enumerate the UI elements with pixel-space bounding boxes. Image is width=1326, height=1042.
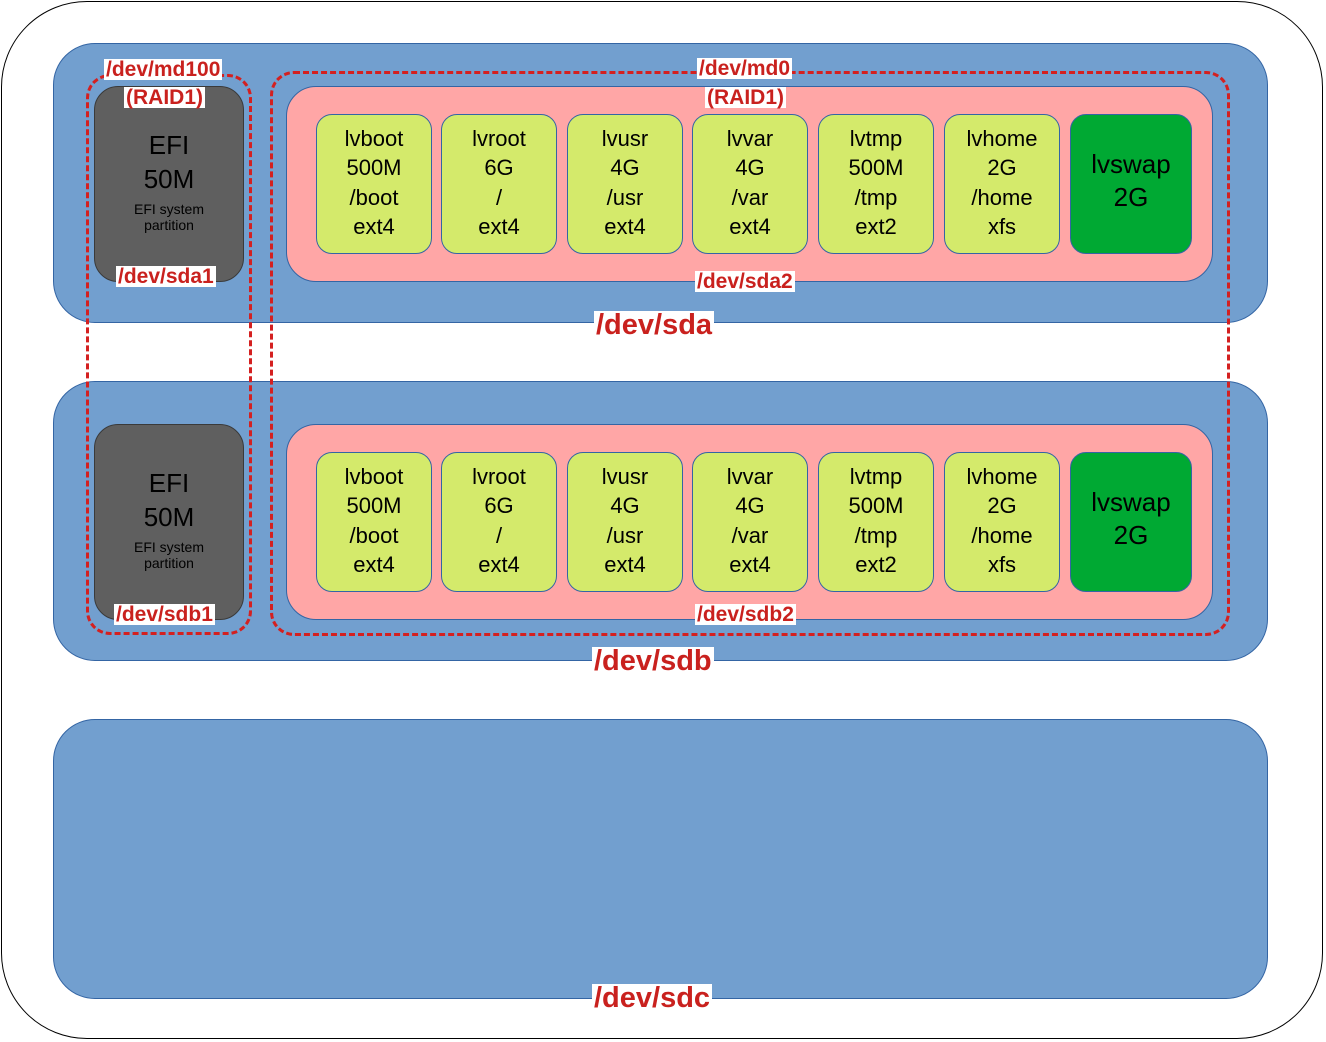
lv-mount: /boot — [349, 185, 399, 210]
lv-name: lvswap — [1091, 487, 1171, 517]
lv-lvroot-sda: lvroot 6G / ext4 — [441, 114, 557, 254]
lv-size: 4G — [735, 155, 765, 180]
partition-sda1-label: /dev/sda1 — [116, 265, 216, 288]
lv-name: lvtmp — [849, 464, 903, 489]
raid-md100-level-label: (RAID1) — [124, 86, 205, 109]
lv-fs: ext4 — [729, 552, 771, 577]
disk-sdb-label: /dev/sdb — [592, 645, 714, 677]
lv-fs: ext4 — [604, 214, 646, 239]
lv-fs: ext2 — [855, 552, 897, 577]
lv-name: lvusr — [601, 126, 649, 151]
efi-title: EFI — [148, 130, 190, 160]
lv-lvboot-sdb: lvboot 500M /boot ext4 — [316, 452, 432, 592]
lv-lvswap-sdb: lvswap 2G — [1070, 452, 1192, 592]
lv-fs: ext4 — [604, 552, 646, 577]
lv-size: 500M — [848, 155, 904, 180]
raid-md0-level-label: (RAID1) — [705, 86, 786, 109]
lv-lvroot-sdb: lvroot 6G / ext4 — [441, 452, 557, 592]
lv-lvusr-sda: lvusr 4G /usr ext4 — [567, 114, 683, 254]
partition-sdb2-label: /dev/sdb2 — [695, 603, 796, 626]
lv-size: 6G — [484, 155, 514, 180]
lv-name: lvroot — [472, 126, 526, 151]
lv-name: lvvar — [726, 126, 774, 151]
raid-md100-device-label: /dev/md100 — [104, 58, 223, 81]
lv-size: 2G — [1113, 182, 1149, 212]
disk-sda-label: /dev/sda — [594, 309, 715, 341]
lv-lvhome-sdb: lvhome 2G /home xfs — [944, 452, 1060, 592]
lv-mount: /var — [731, 523, 769, 548]
lv-fs: ext4 — [729, 214, 771, 239]
lv-size: 500M — [346, 493, 402, 518]
lv-size: 4G — [610, 493, 640, 518]
lv-mount: / — [495, 185, 503, 210]
efi-title: EFI — [148, 468, 190, 498]
efi-desc: partition — [144, 217, 194, 233]
lv-size: 2G — [1113, 520, 1149, 550]
lv-lvvar-sdb: lvvar 4G /var ext4 — [692, 452, 808, 592]
lv-size: 500M — [848, 493, 904, 518]
lv-name: lvboot — [344, 126, 404, 151]
lv-mount: /home — [971, 523, 1033, 548]
lv-mount: /var — [731, 185, 769, 210]
lv-name: lvhome — [966, 126, 1038, 151]
lv-size: 500M — [346, 155, 402, 180]
lv-name: lvswap — [1091, 149, 1171, 179]
lv-name: lvboot — [344, 464, 404, 489]
lv-size: 6G — [484, 493, 514, 518]
efi-desc: EFI system — [133, 201, 204, 217]
lv-lvtmp-sdb: lvtmp 500M /tmp ext2 — [818, 452, 934, 592]
lv-lvvar-sda: lvvar 4G /var ext4 — [692, 114, 808, 254]
lv-fs: ext4 — [353, 214, 395, 239]
raid-md100-outline — [86, 74, 252, 635]
lv-mount: /usr — [606, 523, 644, 548]
lv-lvtmp-sda: lvtmp 500M /tmp ext2 — [818, 114, 934, 254]
lv-mount: /tmp — [854, 523, 898, 548]
efi-partition-sdb1: EFI 50M EFI system partition — [94, 424, 244, 620]
lv-name: lvvar — [726, 464, 774, 489]
efi-desc: partition — [144, 555, 194, 571]
lv-fs: xfs — [987, 552, 1017, 577]
lv-name: lvroot — [472, 464, 526, 489]
lv-fs: xfs — [987, 214, 1017, 239]
lv-lvusr-sdb: lvusr 4G /usr ext4 — [567, 452, 683, 592]
lv-mount: /usr — [606, 185, 644, 210]
lv-size: 4G — [610, 155, 640, 180]
lv-mount: / — [495, 523, 503, 548]
partition-sda2-label: /dev/sda2 — [695, 270, 795, 293]
lv-size: 2G — [987, 493, 1017, 518]
lv-fs: ext4 — [478, 214, 520, 239]
efi-size: 50M — [143, 502, 195, 532]
efi-desc: EFI system — [133, 539, 204, 555]
lv-mount: /tmp — [854, 185, 898, 210]
lv-lvhome-sda: lvhome 2G /home xfs — [944, 114, 1060, 254]
raid-md0-device-label: /dev/md0 — [697, 57, 793, 80]
efi-size: 50M — [143, 164, 195, 194]
lv-fs: ext2 — [855, 214, 897, 239]
lv-fs: ext4 — [478, 552, 520, 577]
lv-name: lvusr — [601, 464, 649, 489]
lv-name: lvtmp — [849, 126, 903, 151]
lv-size: 4G — [735, 493, 765, 518]
lv-fs: ext4 — [353, 552, 395, 577]
lv-lvboot-sda: lvboot 500M /boot ext4 — [316, 114, 432, 254]
lv-name: lvhome — [966, 464, 1038, 489]
disk-sdc — [53, 719, 1268, 999]
raid-md0-outline — [270, 71, 1230, 636]
partition-sdb1-label: /dev/sdb1 — [114, 603, 215, 626]
disk-sdc-label: /dev/sdc — [592, 982, 713, 1014]
lv-mount: /boot — [349, 523, 399, 548]
lv-size: 2G — [987, 155, 1017, 180]
lv-lvswap-sda: lvswap 2G — [1070, 114, 1192, 254]
lv-mount: /home — [971, 185, 1033, 210]
